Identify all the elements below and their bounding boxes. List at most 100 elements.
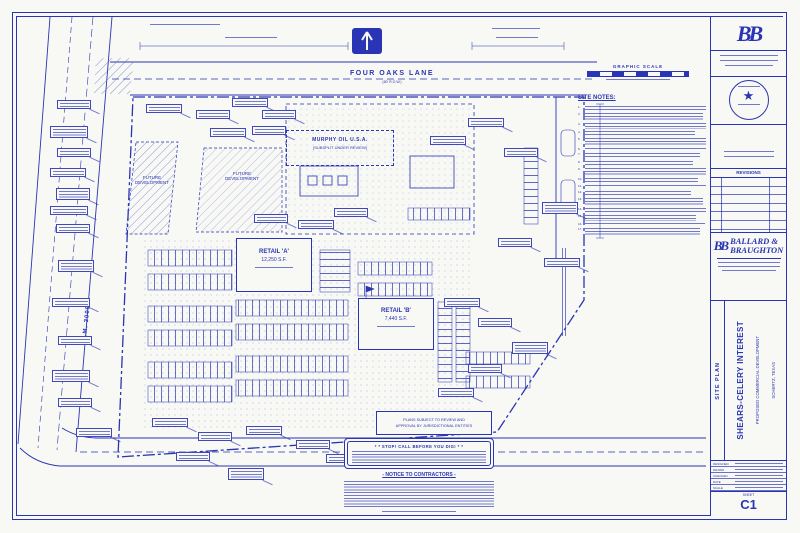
seal-star-icon: ★: [742, 88, 755, 103]
murphy-name: MURPHY OIL U.S.A.: [312, 137, 368, 143]
dim-text-4: [496, 37, 538, 40]
detail-callout: [254, 214, 288, 223]
detail-callout: [58, 260, 94, 272]
field-value: [735, 468, 783, 471]
revisions-title: REVISIONS: [711, 169, 786, 178]
building-retail-a: RETAIL 'A' 12,250 S.F.: [236, 238, 312, 292]
pump-island-2: [322, 175, 333, 186]
sheet-title: SITE PLAN: [714, 361, 721, 400]
dim-text-1: [150, 24, 220, 27]
jurisdiction-note-line2: APPROVAL BY JURISDICTIONAL ENTITIES: [395, 424, 473, 429]
graphic-scale-title: GRAPHIC SCALE: [612, 64, 664, 69]
curb-return-sw: [19, 447, 61, 467]
detail-callout: [542, 202, 578, 214]
tb-fields: DESIGNED DRAWN CHECKED DATE SCALE JOB NO…: [711, 461, 786, 492]
field-label: CHECKED: [713, 473, 728, 478]
call-before-dig-box: * * STOP! CALL BEFORE YOU DIG! * *: [344, 438, 494, 469]
site-note-text: [585, 227, 701, 236]
detail-callout: [478, 318, 512, 327]
fm3009-west-edge: [17, 16, 51, 445]
revision-row: [711, 178, 786, 187]
dim-text-2: [492, 28, 540, 31]
detail-callout: [57, 100, 91, 109]
tb-seal: ★: [711, 77, 786, 125]
callout-text-lines: [256, 216, 286, 221]
callout-text-lines: [52, 170, 84, 175]
site-note-row: 4.: [578, 130, 706, 136]
callout-text-lines: [154, 420, 186, 425]
callout-text-lines: [544, 204, 576, 212]
notice-to-contractors: - NOTICE TO CONTRACTORS -: [344, 472, 494, 517]
detail-callout: [50, 126, 88, 138]
detail-callout: [176, 452, 210, 461]
detail-callout: [50, 168, 86, 177]
call-before-dig-body: [352, 451, 486, 464]
callout-text-lines: [440, 390, 472, 395]
callout-text-lines: [198, 112, 228, 117]
detail-callout: [444, 298, 480, 307]
detail-callout: [232, 98, 268, 107]
graphic-scale: GRAPHIC SCALE: [581, 64, 695, 81]
site-note-number: 17.: [578, 226, 583, 231]
site-note-text: [585, 197, 703, 206]
fuel-canopy: [299, 165, 359, 197]
detail-callout: [504, 148, 538, 157]
murphy-status: [SUBSPLIT UNDER REVIEW]: [313, 145, 367, 150]
site-note-number: 16.: [578, 221, 583, 226]
callout-text-lines: [264, 112, 294, 117]
site-note-number: 8.: [578, 159, 581, 164]
tb-project: SITE PLAN SHEARS-CELERY INTEREST PROPOSE…: [711, 301, 786, 461]
callout-text-lines: [59, 102, 89, 107]
call-before-dig-title: * * STOP! CALL BEFORE YOU DIG! * *: [374, 444, 464, 449]
field-row: DESIGNED: [711, 461, 786, 468]
callout-text-lines: [248, 428, 280, 433]
project-name: SHEARS-CELERY INTEREST: [735, 321, 745, 440]
tb-sheet-number: SHEET C1: [711, 493, 786, 517]
detail-callout: [296, 440, 330, 449]
detail-callout: [76, 428, 112, 437]
company-name-line1: BALLARD &: [730, 236, 778, 246]
site-note-row: 2.: [578, 113, 706, 122]
detail-callout: [498, 238, 532, 247]
detail-callout: [58, 398, 92, 407]
retail-a-name: RETAIL 'A': [259, 249, 289, 255]
site-note-text: [585, 148, 706, 151]
stamp-lines: [723, 151, 774, 154]
detail-callout: [56, 188, 90, 200]
detail-callout: [228, 468, 264, 480]
revision-row: [711, 187, 786, 196]
callout-text-lines: [470, 366, 500, 371]
site-note-number: 1.: [578, 105, 581, 109]
site-note-text: [585, 160, 693, 166]
site-note-row: 17.: [578, 226, 706, 236]
stamp-lines: [723, 156, 774, 159]
callout-text-lines: [59, 150, 89, 155]
revision-row: [711, 212, 786, 221]
detail-callout: [52, 298, 90, 307]
site-note-row: 9.: [578, 168, 706, 176]
future-development-label-2: FUTURE DEVELOPMENT: [206, 171, 278, 181]
site-note-row: 1.: [578, 105, 706, 112]
company-logo: BB: [736, 20, 763, 46]
dim-text-3: [225, 37, 277, 40]
site-note-row: 14.: [578, 207, 706, 214]
field-row: SCALE: [711, 485, 786, 491]
callout-text-lines: [336, 210, 366, 215]
site-note-number: 10.: [578, 177, 583, 182]
retail-a-note-lines: [255, 267, 293, 270]
detail-callout: [298, 220, 334, 229]
callout-text-lines: [300, 222, 332, 227]
firm-info-lines: [724, 65, 773, 68]
field-label: DATE: [713, 479, 721, 484]
callout-text-lines: [546, 260, 578, 265]
site-note-text: [585, 138, 706, 146]
sheet-label: SHEET: [742, 493, 755, 497]
north-arrow: [352, 28, 382, 54]
site-note-row: 16.: [578, 221, 706, 226]
site-note-text: [585, 113, 703, 122]
field-label: SCALE: [713, 485, 723, 490]
site-notes-title: SITE NOTES:: [578, 95, 616, 101]
callout-text-lines: [54, 372, 88, 380]
site-note-row: 3.: [578, 123, 706, 129]
